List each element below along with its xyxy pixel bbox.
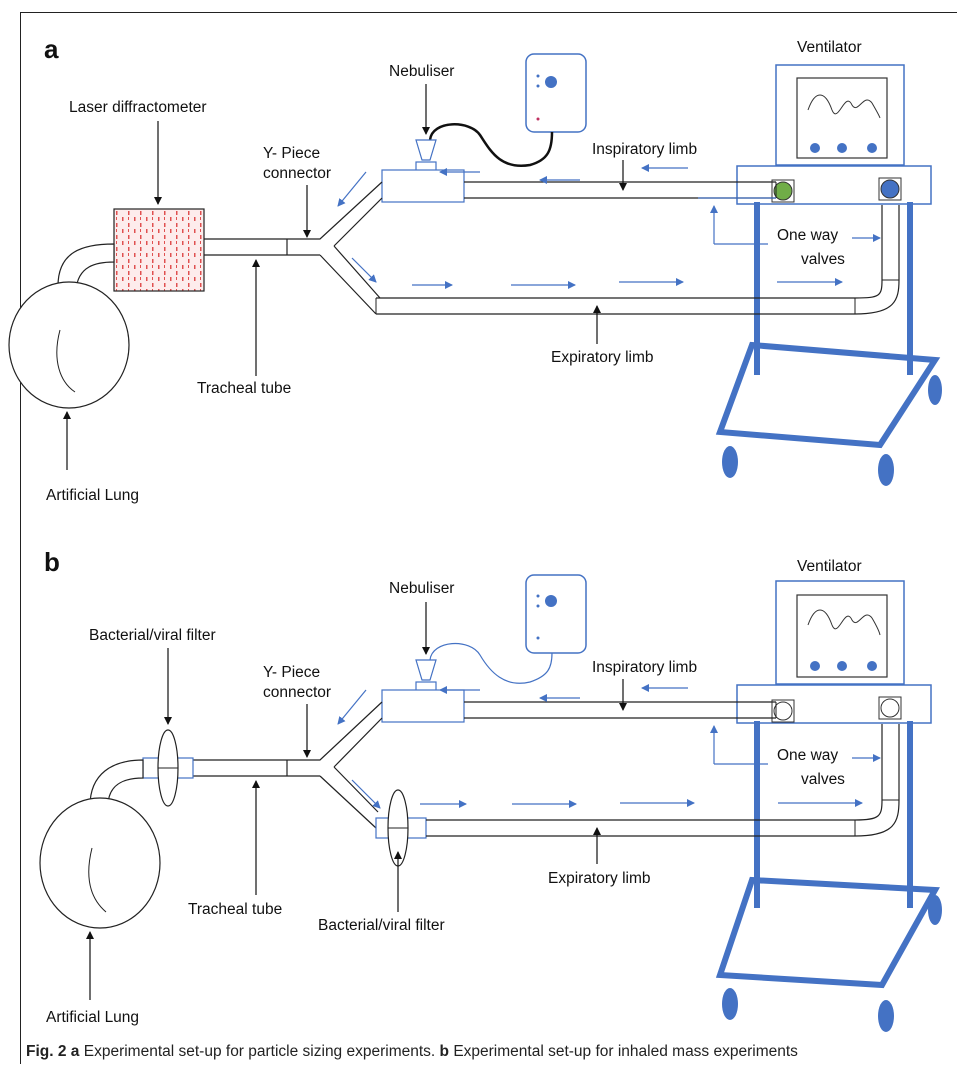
- label-oneway-a1: One way: [777, 227, 838, 244]
- label-expiratory-a: Expiratory limb: [551, 349, 654, 366]
- label-laser-a: Laser diffractometer: [69, 99, 207, 116]
- cart-a: [715, 202, 941, 449]
- ventilator-a: [736, 64, 932, 205]
- caption-fig: Fig. 2: [26, 1043, 67, 1060]
- label-ypiece-a2: connector: [263, 165, 331, 182]
- label-ventilator-b: Ventilator: [797, 558, 862, 575]
- label-filter-bottom-b: Bacterial/viral filter: [318, 917, 445, 934]
- flow-arrows-b: [337, 684, 863, 809]
- caption-a-text: Experimental set-up for particle sizing …: [83, 1043, 436, 1060]
- valve-green-a: [773, 181, 793, 201]
- label-nebuliser-a: Nebuliser: [389, 63, 454, 80]
- label-filter-top-b: Bacterial/viral filter: [89, 627, 216, 644]
- label-ypiece-a1: Y- Piece: [263, 145, 320, 162]
- panel-b-letter: b: [44, 547, 60, 577]
- label-inspiratory-b: Inspiratory limb: [592, 659, 697, 676]
- label-inspiratory-a: Inspiratory limb: [592, 141, 697, 158]
- nebuliser-controller-a: [428, 53, 587, 168]
- label-lung-b: Artificial Lung: [46, 1009, 139, 1026]
- label-tracheal-a: Tracheal tube: [197, 380, 291, 397]
- label-ventilator-a: Ventilator: [797, 39, 862, 56]
- caption-b-letter: b: [439, 1043, 449, 1060]
- label-tracheal-b: Tracheal tube: [188, 901, 282, 918]
- label-nebuliser-b: Nebuliser: [389, 580, 454, 597]
- ventilator-b: [736, 580, 932, 724]
- label-oneway-b2: valves: [801, 771, 845, 788]
- caption-b-text: Experimental set-up for inhaled mass exp…: [453, 1043, 798, 1060]
- label-oneway-a2: valves: [801, 251, 845, 268]
- laser-diffractometer-a: [113, 208, 205, 292]
- label-lung-a: Artificial Lung: [46, 487, 139, 504]
- label-oneway-b1: One way: [777, 747, 838, 764]
- panel-b: b Ventilator: [39, 547, 942, 1032]
- flow-arrows-a: [337, 164, 843, 289]
- label-expiratory-b: Expiratory limb: [548, 870, 651, 887]
- caption-a-letter: a: [70, 1043, 80, 1060]
- panel-a: a Ventilator: [8, 34, 942, 504]
- label-ypiece-b2: connector: [263, 684, 331, 701]
- cart-b: [715, 721, 940, 989]
- panel-a-letter: a: [44, 34, 59, 64]
- figure-frame: [20, 12, 957, 1064]
- label-ypiece-b1: Y- Piece: [263, 664, 320, 681]
- figure-caption: Fig. 2 a Experimental set-up for particl…: [26, 1043, 956, 1061]
- nebuliser-controller-b: [429, 574, 587, 684]
- artificial-lung-b: [39, 797, 161, 929]
- artificial-lung-a: [8, 281, 130, 409]
